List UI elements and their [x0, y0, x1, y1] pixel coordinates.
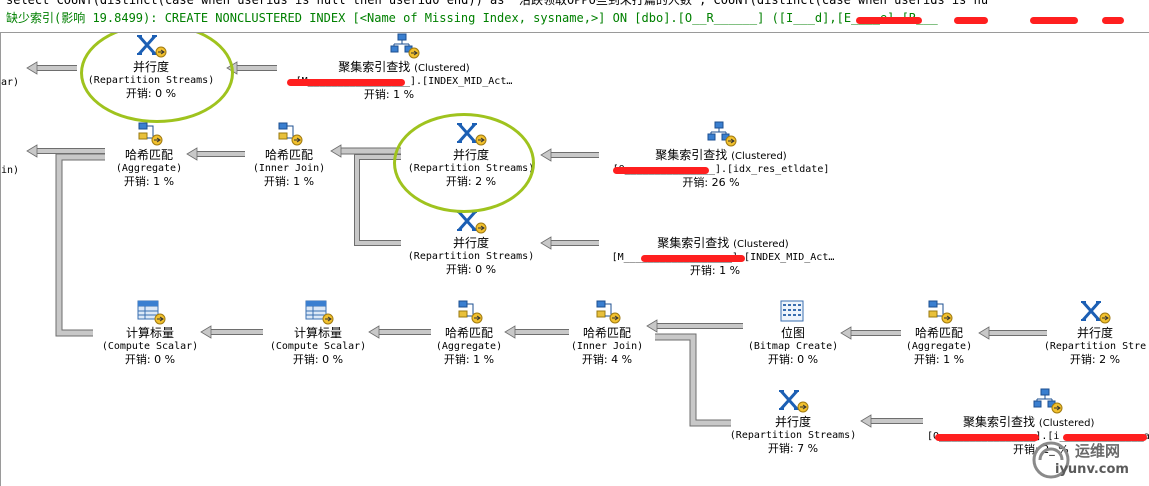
node-name: 哈希匹配: [264, 148, 313, 162]
plan-node-bitmap[interactable]: 位图 (Bitmap Create) 开销: 0 %: [741, 299, 845, 367]
redaction-mark: [954, 17, 988, 24]
plan-node-clustered-index-seek[interactable]: 聚集索引查找 (Clustered) [M_________________].…: [279, 33, 529, 102]
sql-query-text[interactable]: select COUNT(distinct(case when userids …: [6, 0, 989, 7]
node-cost: 开销: 0 %: [292, 353, 344, 366]
node-cost: 开销: 1 %: [123, 175, 175, 188]
connector: [655, 333, 731, 427]
highlight-circle: [80, 33, 234, 123]
compute-scalar-icon: [305, 300, 334, 325]
node-cost: 开销: 2 %: [1069, 353, 1121, 366]
node-physical-op: (Aggregate): [435, 341, 503, 352]
node-physical-op: (Aggregate): [905, 341, 973, 352]
node-name: 位图: [780, 326, 805, 340]
plan-node-clustered-index-seek[interactable]: 聚集索引查找 (Clustered) [O_______________].[i…: [601, 121, 841, 190]
plan-node-parallelism[interactable]: 并行度 (Repartition Streams) 开销: 0 %: [401, 209, 541, 277]
node-name: 并行度: [774, 415, 811, 429]
missing-index-prefix: 缺少索引(影响 19.8499):: [6, 11, 165, 25]
node-name: 聚集索引查找 (Clustered): [963, 415, 1095, 429]
clustered-index-seek-icon: [390, 33, 420, 59]
node-physical-op: (Compute Scalar): [269, 341, 367, 352]
connector: [55, 153, 105, 337]
hash-match-icon: [278, 122, 303, 146]
hash-match-icon: [596, 300, 621, 324]
redaction-mark: [1063, 434, 1147, 441]
redaction-mark: [935, 434, 1039, 441]
plan-node-hash-match-aggregate[interactable]: 哈希匹配 (Aggregate) 开销: 1 %: [891, 299, 987, 367]
redaction-mark: [856, 17, 922, 24]
node-name: 聚集索引查找 (Clustered): [655, 148, 787, 162]
node-name: 哈希匹配: [444, 326, 493, 340]
missing-index-hint[interactable]: 缺少索引(影响 19.8499): CREATE NONCLUSTERED IN…: [6, 9, 938, 26]
bitmap-icon: [780, 300, 804, 322]
node-physical-op: (Repartition Streams): [729, 430, 857, 441]
clustered-index-seek-icon: [707, 121, 737, 147]
plan-node-hash-match-aggregate[interactable]: 哈希匹配 (Aggregate) 开销: 1 %: [421, 299, 517, 367]
node-physical-op: (Inner Join): [252, 163, 326, 174]
redaction-mark: [613, 167, 709, 174]
redaction-mark: [1030, 17, 1078, 24]
hash-match-icon: [138, 122, 163, 146]
node-name: 哈希匹配: [124, 148, 173, 162]
node-name: 聚集索引查找 (Clustered): [338, 60, 470, 74]
plan-node-compute-scalar[interactable]: 计算标量 (Compute Scalar) 开销: 0 %: [263, 299, 373, 367]
node-name: 计算标量: [125, 326, 174, 340]
redaction-mark: [641, 255, 745, 262]
node-name: 哈希匹配: [582, 326, 631, 340]
node-cost: 开销: 1 %: [913, 353, 965, 366]
plan-node-hash-match-inner-join[interactable]: 哈希匹配 (Inner Join) 开销: 4 %: [557, 299, 657, 367]
watermark-url: iyunv.com: [1055, 462, 1129, 477]
node-cost: 开销: 0 %: [124, 353, 176, 366]
compute-scalar-icon: [137, 300, 166, 325]
execution-plan-canvas[interactable]: ar) in) 并行度 (Repartition Streams) 开销: 0 …: [0, 32, 1149, 486]
missing-index-statement: CREATE NONCLUSTERED INDEX [<Name of Miss…: [164, 11, 938, 25]
highlight-circle: [393, 113, 535, 213]
node-cost: 开销: 0 %: [445, 263, 497, 276]
watermark-cn: 运维网: [1075, 442, 1121, 460]
flow-connectors: [26, 61, 1047, 428]
node-cost: 开销: 26 %: [682, 176, 740, 189]
plan-node-hash-match-aggregate[interactable]: 哈希匹配 (Aggregate) 开销: 1 %: [101, 121, 197, 189]
node-physical-op: (Aggregate): [115, 163, 183, 174]
node-cost: 开销: 7 %: [767, 442, 819, 455]
node-physical-op: (Inner Join): [570, 341, 644, 352]
node-physical-op: (Bitmap Create): [747, 341, 839, 352]
watermark-logo-icon: [1032, 441, 1070, 479]
node-physical-op: (Repartition Streams): [407, 251, 535, 262]
node-name: 计算标量: [293, 326, 342, 340]
query-header: select COUNT(distinct(case when userids …: [0, 0, 1149, 32]
hash-match-icon: [458, 300, 483, 324]
parallelism-icon: [1081, 301, 1111, 324]
redaction-mark: [1102, 17, 1124, 24]
partial-node-label: in): [1, 165, 20, 176]
node-cost: 开销: 1 %: [689, 264, 741, 277]
node-name: 并行度: [452, 236, 489, 250]
node-cost: 开销: 1 %: [443, 353, 495, 366]
node-name: 聚集索引查找 (Clustered): [657, 236, 789, 250]
plan-node-hash-match-inner-join[interactable]: 哈希匹配 (Inner Join) 开销: 1 %: [239, 121, 339, 189]
node-cost: 开销: 1 %: [263, 175, 315, 188]
node-cost: 开销: 0 %: [767, 353, 819, 366]
site-watermark: 运维网 iyunv.com: [1027, 438, 1145, 484]
redaction-mark: [287, 79, 405, 86]
plan-node-parallelism[interactable]: 并行度 (Repartition Stre 开销: 2 %: [1041, 299, 1149, 367]
clustered-index-seek-icon: [1033, 388, 1063, 414]
parallelism-icon: [779, 390, 809, 413]
node-cost: 开销: 4 %: [581, 353, 633, 366]
node-name: 并行度: [1076, 326, 1113, 340]
node-cost: 开销: 2_ %: [1013, 443, 1069, 456]
node-cost: 开销: 1 %: [363, 88, 415, 101]
hash-match-icon: [928, 300, 953, 324]
node-physical-op: (Compute Scalar): [101, 341, 199, 352]
node-object: [O_______________].[idx_res_etldate]: [612, 164, 830, 175]
connector: [354, 154, 401, 246]
plan-node-clustered-index-seek[interactable]: 聚集索引查找 (Clustered) [M__________________]…: [601, 209, 845, 278]
partial-node-label: ar): [1, 77, 20, 88]
plan-node-compute-scalar[interactable]: 计算标量 (Compute Scalar) 开销: 0 %: [95, 299, 205, 367]
plan-node-parallelism[interactable]: 并行度 (Repartition Streams) 开销: 7 %: [723, 388, 863, 456]
node-physical-op: (Repartition Stre: [1043, 341, 1147, 352]
node-name: 哈希匹配: [914, 326, 963, 340]
